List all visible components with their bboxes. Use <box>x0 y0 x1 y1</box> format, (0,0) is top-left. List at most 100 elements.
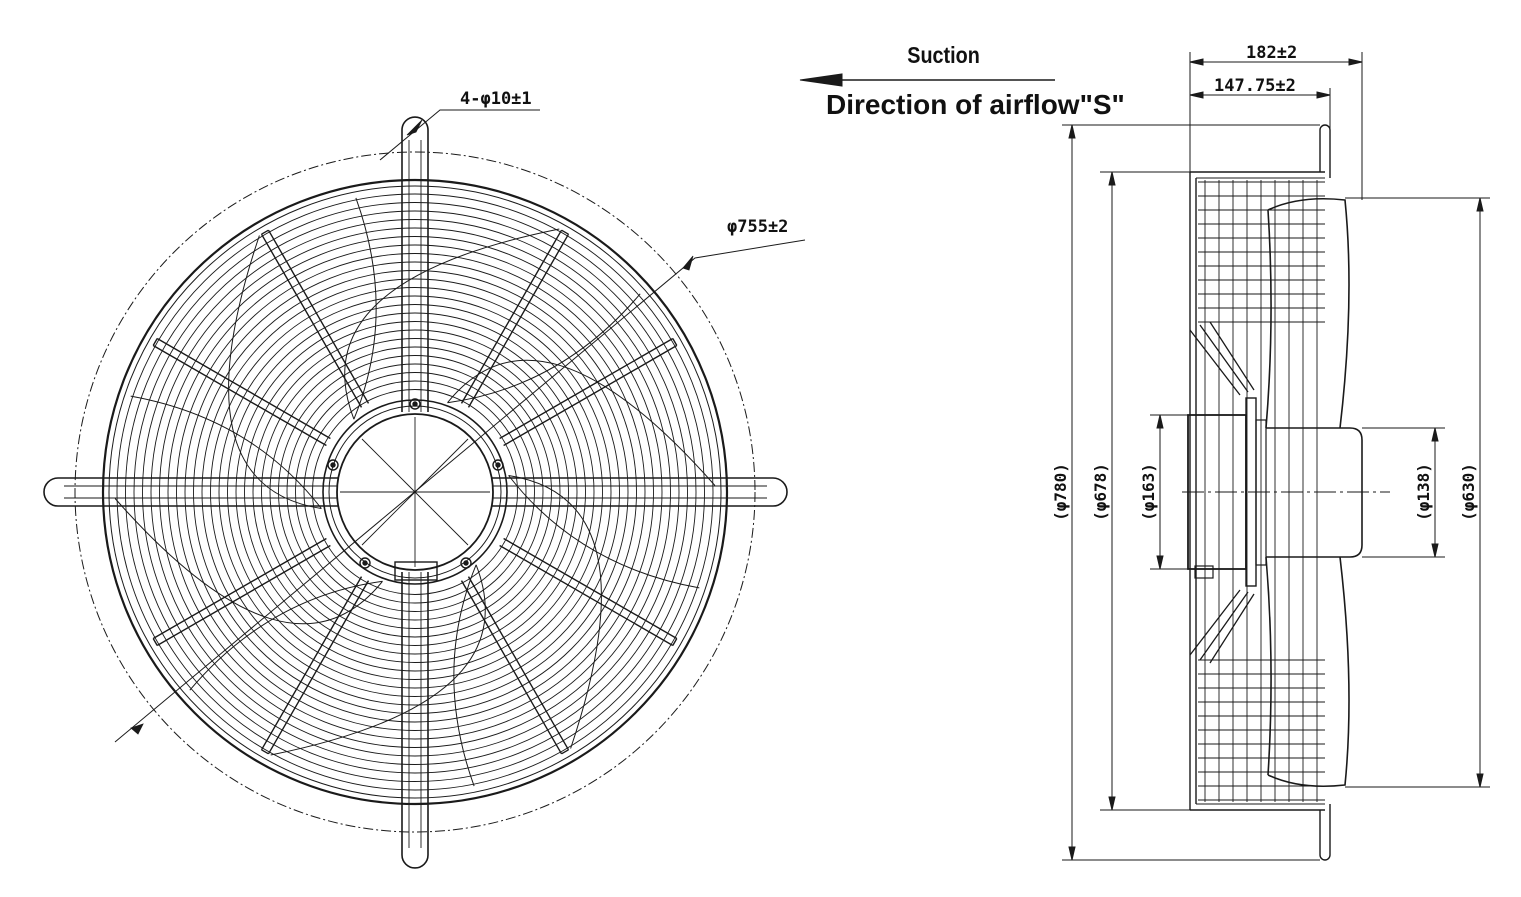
suction-label: Suction <box>907 43 979 69</box>
rotor-hub <box>1266 427 1363 558</box>
dia-630-label: (φ630) <box>1459 463 1478 521</box>
guard-outer-ring <box>101 178 729 806</box>
mount-hole-leader <box>379 109 540 161</box>
guard-spoke-end <box>261 749 269 755</box>
guard-ring <box>159 236 671 748</box>
guard-spoke-end <box>261 229 269 235</box>
guard-ring <box>295 372 535 612</box>
blade-edge <box>344 228 560 420</box>
depth-inner-label: 147.75±2 <box>1214 76 1296 96</box>
blade-edge <box>130 395 322 509</box>
cable-gland <box>1194 565 1214 579</box>
terminal-box <box>394 561 438 581</box>
mounting-bar-vertical <box>401 116 429 869</box>
guard-spoke <box>460 576 570 755</box>
guard-spoke-end <box>152 638 158 646</box>
guard-spoke-end <box>561 749 569 755</box>
blade-edge <box>508 475 602 749</box>
mount-holes-label: 4-φ10±1 <box>460 89 532 109</box>
airflow-arrow <box>799 73 1055 87</box>
guard-spoke <box>260 576 370 755</box>
hub-center-line <box>414 491 469 546</box>
blade-edge <box>447 293 641 404</box>
guard-ring <box>303 380 527 604</box>
dia-678-dimension <box>1100 171 1190 811</box>
guard-spoke <box>499 337 678 447</box>
mount-leg-top <box>1319 124 1331 178</box>
strut-lower <box>1189 589 1255 664</box>
guard-spoke-end <box>672 338 678 346</box>
guard-spoke <box>499 537 678 647</box>
hub-center-line <box>361 438 416 493</box>
guard-spoke <box>460 229 570 408</box>
hub-bolts <box>327 398 504 569</box>
guard-ring <box>244 321 586 663</box>
dia-163-label: (φ163) <box>1139 463 1158 521</box>
blade-edge <box>114 498 383 625</box>
side-view <box>1062 52 1490 861</box>
dia-780-dimension <box>1062 124 1320 861</box>
guard-spoke <box>260 229 370 408</box>
guard-spoke <box>152 337 331 447</box>
guard-spoke-end <box>561 229 569 235</box>
dia-780-label: (φ780) <box>1051 463 1070 521</box>
guard-spoke-end <box>672 638 678 646</box>
guard-spokes <box>152 229 678 755</box>
guard-ring <box>167 244 663 740</box>
blade-upper <box>1265 197 1350 429</box>
hub-center-line <box>414 438 469 493</box>
guard-ring <box>218 295 612 689</box>
mounting-bar-horizontal <box>43 477 788 507</box>
guard-ring <box>261 338 569 646</box>
guard-ring <box>176 253 654 731</box>
blade-edge <box>189 580 383 691</box>
rotor-plate <box>1255 419 1267 566</box>
motor-body <box>336 413 494 571</box>
guard-ring <box>312 389 518 595</box>
impeller-blades <box>114 197 716 787</box>
guard-ring <box>201 278 629 706</box>
front-view <box>43 109 806 869</box>
guard-ring-sections <box>1198 180 1325 802</box>
blade-lower <box>1265 556 1350 788</box>
depth-total-label: 182±2 <box>1246 43 1297 63</box>
blade-edge <box>447 359 716 486</box>
blade-edge <box>353 197 377 420</box>
guard-ring <box>142 219 688 765</box>
dia-138-dimension <box>1362 427 1445 558</box>
hub-outer <box>322 399 508 585</box>
strut-upper <box>1189 321 1255 396</box>
guard-ring <box>133 210 697 774</box>
blade-edge <box>453 564 477 787</box>
guard-ring <box>227 304 603 680</box>
guard-ring <box>116 193 714 791</box>
guard-ring <box>193 270 637 714</box>
guard-rings <box>116 193 714 791</box>
guard-ring <box>278 355 552 629</box>
guard-ring <box>125 202 705 782</box>
guard-ring <box>269 346 561 638</box>
blade-edge <box>228 235 322 509</box>
dia-630-dimension <box>1345 197 1490 788</box>
guard-ring <box>252 329 578 655</box>
guard-spoke <box>152 537 331 647</box>
dia-163-dimension <box>1150 414 1188 570</box>
hub-center-lines <box>340 417 490 567</box>
pitch-circle <box>74 151 756 833</box>
guard-ring <box>184 261 646 723</box>
mount-leg-bottom <box>1319 804 1331 861</box>
airflow-direction-label: Direction of airflow"S" <box>826 89 1125 120</box>
pcd-label: φ755±2 <box>727 217 788 237</box>
dia-138-label: (φ138) <box>1414 463 1433 521</box>
blade-edge <box>270 564 486 756</box>
guard-ring <box>235 312 595 672</box>
guard-ring <box>150 227 680 757</box>
guard-ring <box>210 287 620 697</box>
guard-ring <box>286 363 544 621</box>
pcd-leader <box>114 239 806 743</box>
blade-edge <box>508 475 700 589</box>
dia-678-label: (φ678) <box>1091 463 1110 521</box>
depth-dimensions <box>1189 52 1363 200</box>
